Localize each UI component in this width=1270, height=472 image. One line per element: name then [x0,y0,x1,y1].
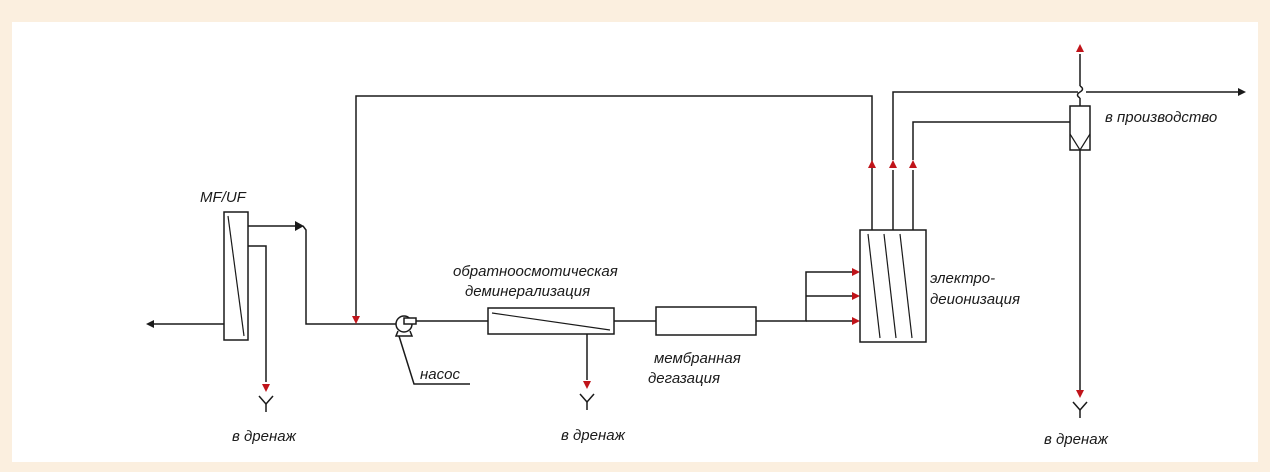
mf-drain-pipe [248,245,274,412]
mf-uf-label: MF/UF [200,189,247,206]
pump-label: насос [420,366,460,383]
diagram-panel [12,22,1258,462]
mf-uf-filter [223,211,249,341]
ro-label-line2: деминерализация [465,283,590,300]
feed-inlet [146,320,224,328]
degas-label-line2: дегазация [648,370,720,387]
membrane-degassing-unit [655,306,757,336]
to-production-label: в производство [1105,109,1217,126]
edi-label-line2: деионизация [930,291,1020,308]
bypass-pipe [352,95,873,324]
drain-label-2: в дренаж [561,427,626,444]
concentrate-vessel [1069,44,1091,418]
drain-funnel-icon [258,395,274,412]
degas-label-line1: мембранная [654,350,741,367]
drain-funnel-icon [1072,401,1088,418]
mf-permeate-pipe [248,221,396,325]
reverse-osmosis-unit [487,307,615,335]
edi-unit [859,229,927,343]
edi-outlets [868,88,1246,230]
ro-drain-pipe [579,334,595,410]
drain-label-1: в дренаж [232,428,297,445]
degas-to-edi-manifold [756,268,860,325]
drain-funnel-icon [579,393,595,410]
ro-label-line1: обратноосмотическая [453,263,618,280]
edi-label-line1: электро- [930,270,995,287]
drain-label-3: в дренаж [1044,431,1109,448]
